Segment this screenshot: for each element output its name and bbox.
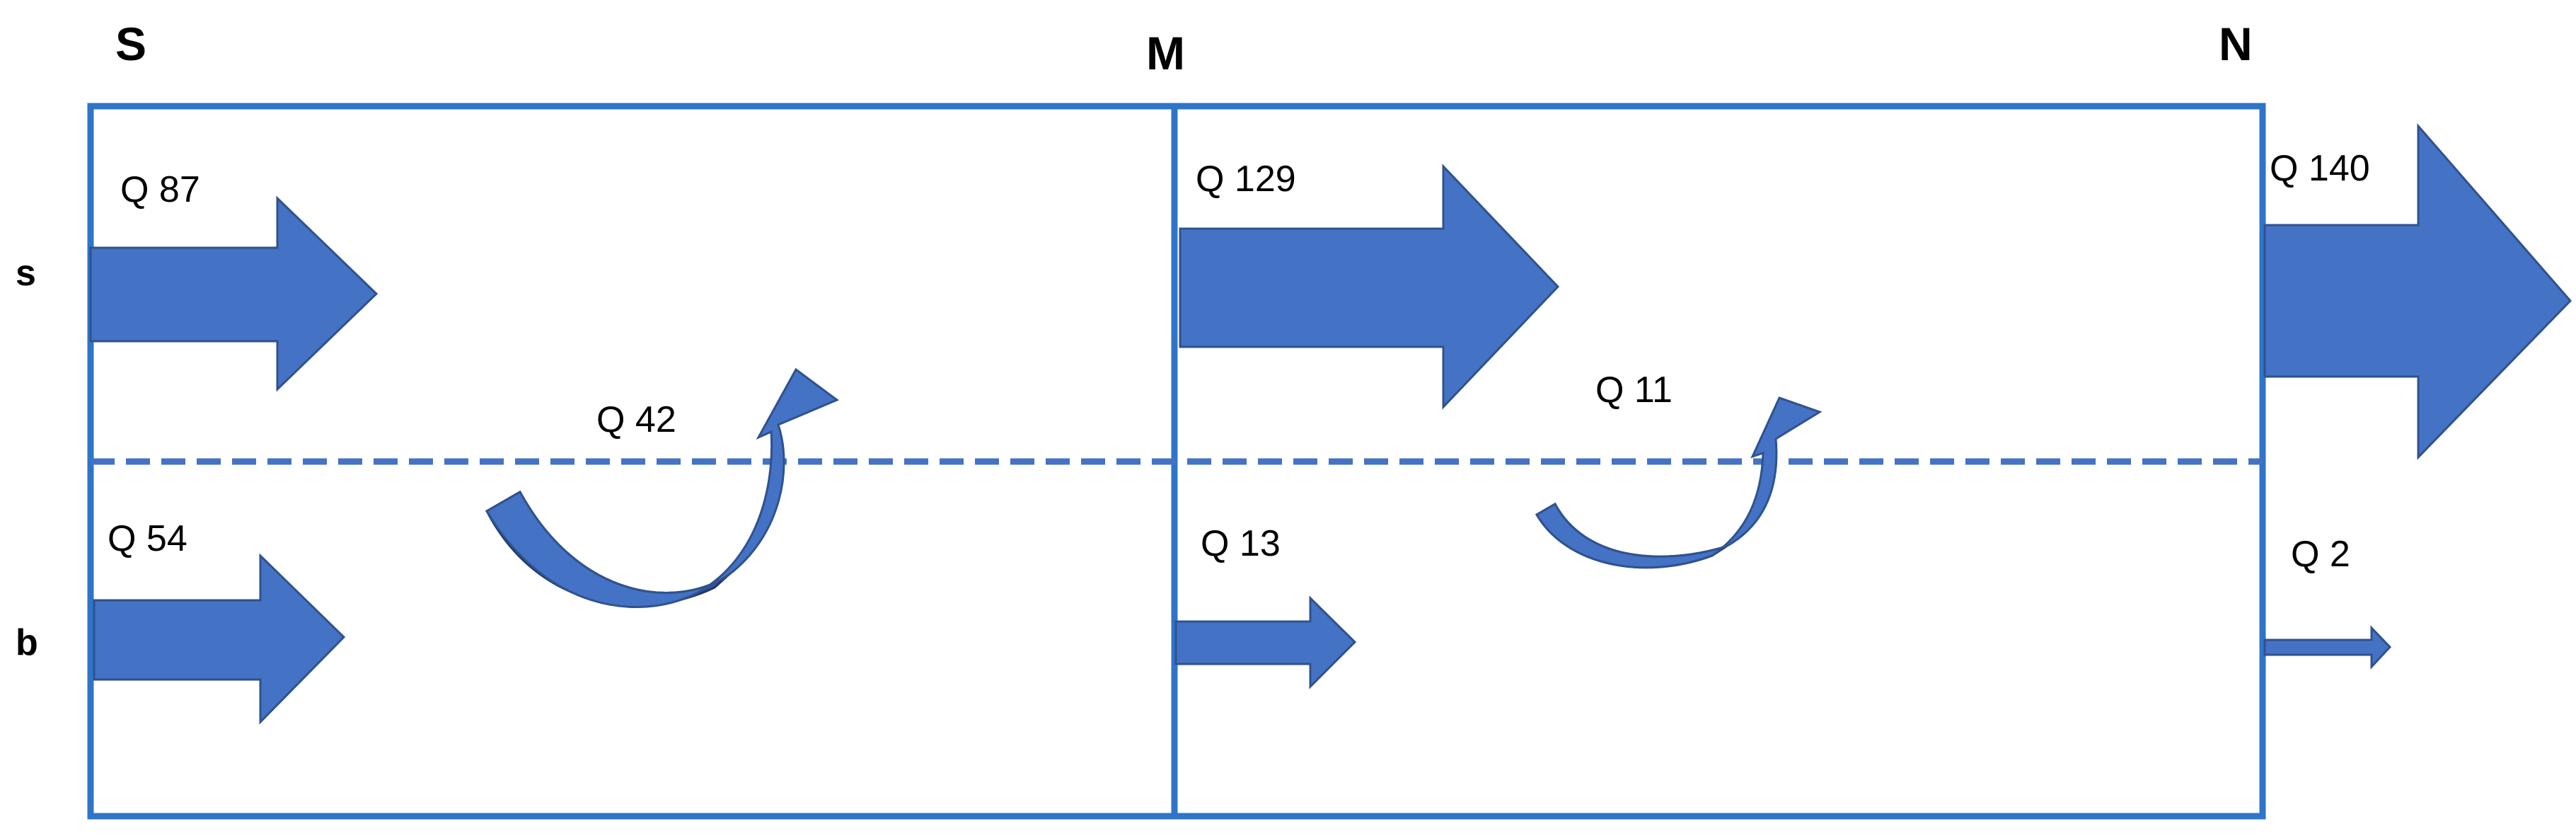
row-label-surface: s <box>16 253 36 294</box>
column-label-middle: M <box>1146 27 1185 79</box>
flow-label-south-mixing: Q 42 <box>596 399 676 440</box>
mixing-arrow-south <box>485 367 840 609</box>
flow-arrow-north-surface <box>2263 122 2572 460</box>
mixing-arrow-north <box>1535 396 1823 569</box>
column-label-north: N <box>2219 18 2253 70</box>
flow-label-middle-bottom: Q 13 <box>1201 523 1281 564</box>
flow-label-north-bottom: Q 2 <box>2291 534 2350 575</box>
flow-label-north-mixing: Q 11 <box>1595 370 1673 411</box>
flow-label-north-surface: Q 140 <box>2270 148 2370 189</box>
row-label-bottom: b <box>16 622 38 663</box>
flow-arrow-north-bottom <box>2263 625 2392 670</box>
flow-arrow-south-bottom <box>93 553 346 725</box>
flow-arrow-south-surface <box>89 195 379 392</box>
flow-arrow-middle-bottom <box>1174 595 1357 689</box>
flow-label-south-bottom: Q 54 <box>108 518 187 559</box>
flow-arrow-middle-surface <box>1179 164 1560 410</box>
column-label-south: S <box>115 18 146 70</box>
flow-label-middle-surface: Q 129 <box>1196 159 1296 200</box>
flow-label-south-surface: Q 87 <box>120 169 200 210</box>
